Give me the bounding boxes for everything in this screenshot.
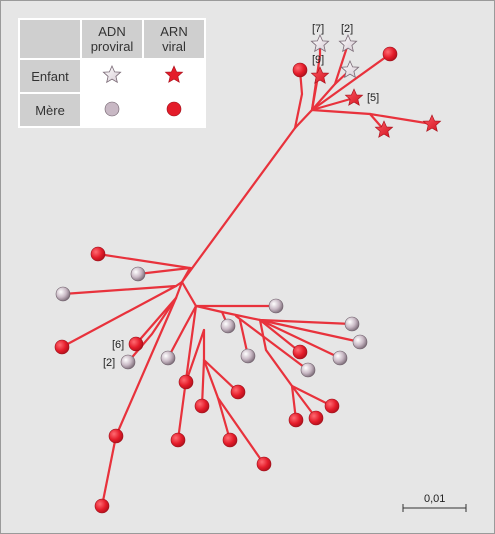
mother-rna-circle (308, 410, 324, 426)
mother-rna-circle (382, 46, 398, 62)
mother-dna-circle (55, 286, 71, 302)
tip-labels: [7] [2] [9] [5] [6] [2] (103, 23, 379, 369)
tip-label-child-rna-5: [5] (367, 92, 379, 104)
mother-rna-circle (90, 246, 106, 262)
tip-label-child-rna-9: [9] (312, 54, 324, 66)
child-dna-star (310, 34, 330, 53)
scale-bar: 0,01 (402, 493, 467, 512)
child-rna-star (344, 88, 364, 106)
mother-rna-circle (128, 336, 144, 352)
mother-rna-circle (288, 412, 304, 428)
red-circle-icon (166, 101, 182, 116)
mother-dna-circle (160, 350, 176, 366)
mother-dna-circle (332, 350, 348, 366)
legend-child-dna-cell (82, 60, 142, 92)
legend-header-dna-line2: proviral (90, 39, 134, 54)
red-star-icon (164, 64, 184, 83)
child-dna-star (340, 60, 360, 79)
mother-dna-circle (352, 334, 368, 350)
child-dna-star (338, 34, 358, 53)
mother-rna-circle (94, 498, 110, 514)
tip-label-mother-rna-6: [6] (112, 339, 124, 351)
mother-rna-circle (324, 398, 340, 414)
legend-header-dna-line1: ADN (98, 24, 126, 39)
legend-header-dna: ADN proviral (82, 20, 142, 58)
legend-row-mother-label: Mère (20, 94, 80, 126)
mother-rna-circle (54, 339, 70, 355)
mother-dna-circle (220, 318, 236, 334)
legend-mother-dna-cell (82, 94, 142, 126)
mother-rna-circle (170, 432, 186, 448)
mother-dna-circle (300, 362, 316, 378)
mother-rna-circle (108, 428, 124, 444)
tip-label-child-dna-2: [2] (341, 23, 353, 35)
outline-star-icon (102, 64, 122, 83)
mother-dna-circle (344, 316, 360, 332)
legend-mother-rna-cell (144, 94, 204, 126)
mother-dna-circle (268, 298, 284, 314)
mother-dna-circle (120, 354, 136, 370)
legend-table: ADN proviral ARN viral Enfant Mère (18, 18, 206, 128)
child-rna-star (422, 114, 442, 132)
tip-label-mother-dna-2: [2] (103, 357, 115, 369)
mother-rna-circle (194, 398, 210, 414)
legend-header-rna: ARN viral (144, 20, 204, 58)
legend-row-child-label: Enfant (20, 60, 80, 92)
mother-rna-circle (256, 456, 272, 472)
scale-bar-label: 0,01 (424, 493, 445, 505)
mother-dna-tips (55, 266, 368, 378)
mother-dna-circle (130, 266, 146, 282)
legend-child-rna-cell (144, 60, 204, 92)
mother-rna-circle (230, 384, 246, 400)
tree-branches (60, 42, 434, 508)
mother-rna-circle (222, 432, 238, 448)
grey-circle-icon (104, 101, 120, 116)
child-rna-star (310, 66, 330, 84)
legend-corner-cell (20, 20, 80, 58)
legend-header-rna-line1: ARN (160, 24, 188, 39)
child-rna-star (374, 120, 394, 138)
mother-rna-tips (54, 46, 398, 514)
mother-rna-circle (178, 374, 194, 390)
mother-rna-circle (292, 344, 308, 360)
child-tips (310, 34, 442, 138)
tip-label-child-dna-7: [7] (312, 23, 324, 35)
mother-dna-circle (240, 348, 256, 364)
mother-rna-circle (292, 62, 308, 78)
legend-header-rna-line2: viral (162, 39, 186, 54)
